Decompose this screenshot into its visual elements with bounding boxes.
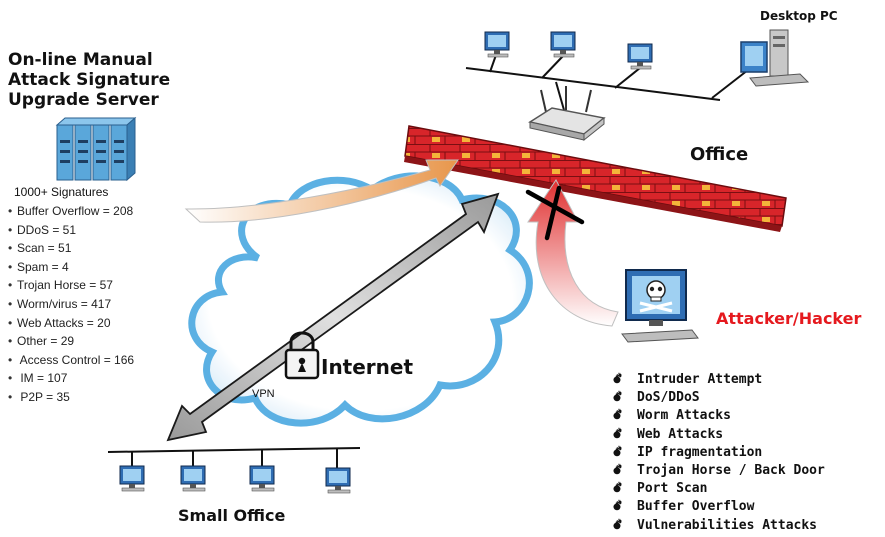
attack-item: 💣︎DoS/DDoS <box>613 389 825 407</box>
signature-item: Web Attacks = 20 <box>8 314 134 333</box>
signature-item: IM = 107 <box>8 369 134 388</box>
signatures-heading: 1000+ Signatures <box>14 185 109 199</box>
signature-item: Other = 29 <box>8 332 134 351</box>
monitor-icon <box>325 467 351 494</box>
attack-item: 💣︎Trojan Horse / Back Door <box>613 462 825 480</box>
small-office-label: Small Office <box>178 506 286 525</box>
server-title: On-line Manual Attack Signature Upgrade … <box>8 50 170 110</box>
wireless-router-icon <box>528 86 606 142</box>
internet-label: Internet <box>321 355 414 379</box>
monitor-icon <box>249 465 275 492</box>
firewall-wall <box>404 125 787 232</box>
attack-type-list: 💣︎Intruder Attempt 💣︎DoS/DDoS 💣︎Worm Att… <box>613 371 825 535</box>
block-cross-icon <box>525 185 585 241</box>
signature-list: Buffer Overflow = 208 DDoS = 51 Scan = 5… <box>8 202 134 407</box>
bomb-icon: 💣︎ <box>613 390 622 406</box>
bomb-icon: 💣︎ <box>613 481 622 497</box>
monitor-icon <box>180 465 206 492</box>
office-lan-lines <box>465 54 749 111</box>
attack-item: 💣︎Vulnerabilities Attacks <box>613 517 825 535</box>
attack-item: 💣︎Worm Attacks <box>613 407 825 425</box>
server-title-line: Upgrade Server <box>8 90 159 110</box>
monitor-icon <box>627 43 653 70</box>
server-rack-icon <box>55 116 137 182</box>
bomb-icon: 💣︎ <box>613 444 622 460</box>
attack-item: 💣︎IP fragmentation <box>613 444 825 462</box>
monitor-icon <box>484 31 510 58</box>
signature-item: P2P = 35 <box>8 388 134 407</box>
signature-item: Buffer Overflow = 208 <box>8 202 134 221</box>
attack-item: 💣︎Intruder Attempt <box>613 371 825 389</box>
server-title-line: On-line Manual <box>8 50 153 70</box>
attack-item: 💣︎Web Attacks <box>613 426 825 444</box>
signature-item: DDoS = 51 <box>8 221 134 240</box>
bomb-icon: 💣︎ <box>613 372 622 387</box>
office-label: Office <box>690 144 749 165</box>
vpn-label: VPN <box>252 388 275 400</box>
desktop-pc-label: Desktop PC <box>760 9 838 23</box>
signature-item: Spam = 4 <box>8 258 134 277</box>
attack-item: 💣︎Port Scan <box>613 480 825 498</box>
desktop-pc-icon <box>740 29 810 87</box>
skull-computer-icon <box>621 269 699 343</box>
signature-item: Scan = 51 <box>8 239 134 258</box>
attack-item: 💣︎Buffer Overflow <box>613 498 825 516</box>
server-title-line: Attack Signature <box>8 70 171 90</box>
vpn-tunnel-arrow <box>166 192 500 442</box>
bomb-icon: 💣︎ <box>613 499 622 515</box>
signature-update-arrow <box>184 159 459 223</box>
small-office-lan-lines <box>107 447 361 470</box>
bomb-icon: 💣︎ <box>613 408 622 424</box>
bomb-icon: 💣︎ <box>613 517 622 533</box>
signature-item: Access Control = 166 <box>8 351 134 370</box>
bomb-icon: 💣︎ <box>613 426 622 442</box>
monitor-icon <box>550 31 576 58</box>
bomb-icon: 💣︎ <box>613 463 622 479</box>
padlock-icon <box>284 331 320 380</box>
signature-item: Trojan Horse = 57 <box>8 276 134 295</box>
signature-item: Worm/virus = 417 <box>8 295 134 314</box>
monitor-icon <box>119 465 145 492</box>
attacker-label: Attacker/Hacker <box>716 309 862 328</box>
